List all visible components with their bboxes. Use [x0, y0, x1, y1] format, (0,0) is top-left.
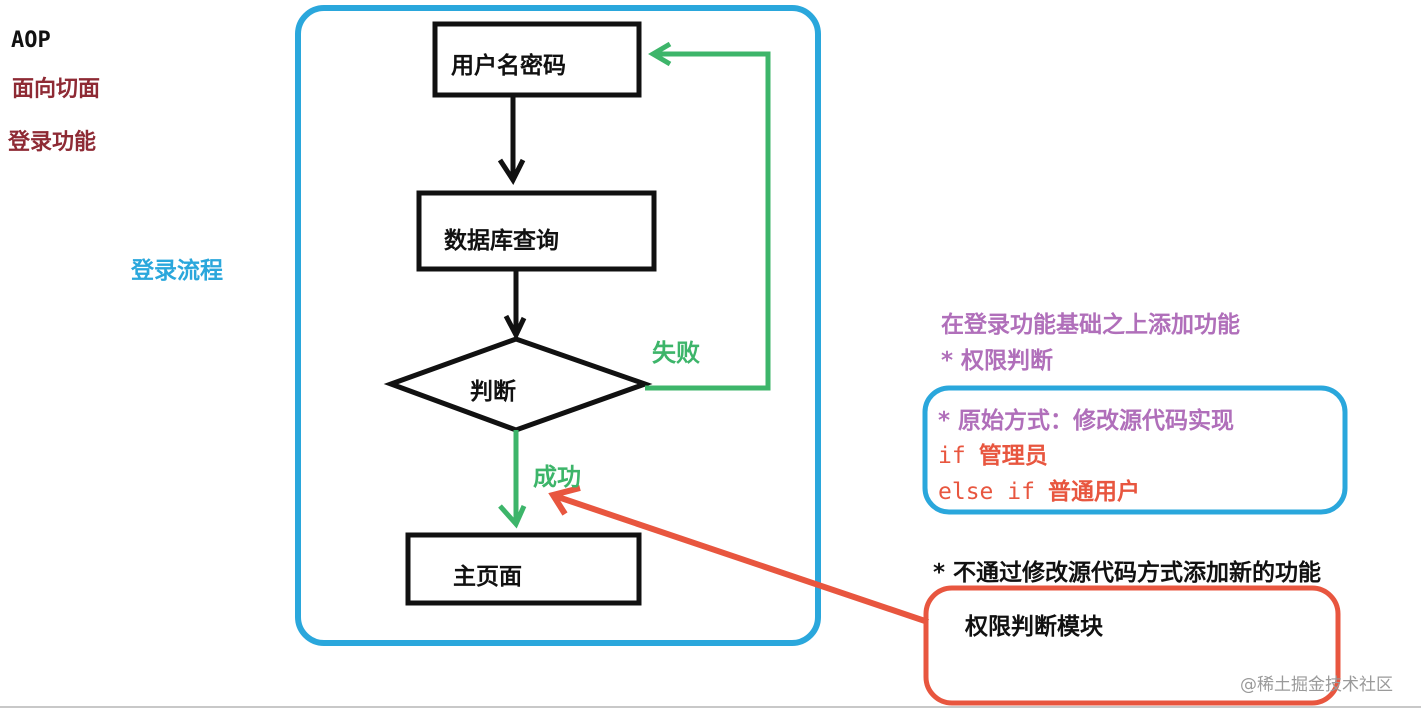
node-db-query: 数据库查询 — [444, 228, 559, 254]
permission-module-label: 权限判断模块 — [965, 614, 1103, 640]
box-username-password — [432, 21, 642, 98]
flow-container — [295, 5, 821, 646]
login-feature-label: 登录功能 — [8, 130, 97, 155]
node-judge: 判断 — [470, 379, 516, 405]
box-db-query — [416, 190, 657, 272]
arrow-module-to-success — [554, 493, 929, 625]
aop-title: AOP — [11, 28, 51, 53]
permission-module-box — [923, 585, 1341, 706]
diamond-judge — [383, 336, 653, 433]
arrowhead-module-to-success — [548, 485, 581, 516]
add-feature-note: 在登录功能基础之上添加功能 — [941, 312, 1240, 338]
original-way-box — [922, 385, 1348, 515]
watermark: @稀土掘金技术社区 — [1240, 675, 1393, 695]
else-if-line: else if 普通用户 — [938, 472, 1140, 506]
arrow-fail-loop — [645, 51, 771, 391]
arrowhead-user-to-db — [497, 158, 526, 186]
if-keyword: if — [938, 443, 966, 469]
permission-note: * 权限判断 — [941, 348, 1054, 374]
if-admin-text: 管理员 — [978, 443, 1048, 469]
arrowhead-db-to-judge — [503, 314, 527, 341]
original-way-note: * 原始方式：修改源代码实现 — [938, 408, 1235, 434]
if-admin-line: if 管理员 — [938, 436, 1048, 470]
edge-success-label: 成功 — [533, 463, 581, 491]
else-if-keyword: else if — [938, 479, 1035, 505]
flow-label: 登录流程 — [131, 258, 223, 284]
edge-fail-label: 失败 — [652, 339, 700, 367]
arrowhead-success — [498, 504, 527, 529]
no-modify-note: * 不通过修改源代码方式添加新的功能 — [933, 560, 1322, 586]
box-home — [405, 532, 642, 606]
aspect-label: 面向切面 — [12, 77, 101, 102]
node-username-password: 用户名密码 — [451, 53, 566, 79]
node-home: 主页面 — [453, 564, 522, 590]
else-if-text: 普通用户 — [1048, 479, 1141, 505]
arrowhead-fail-loop — [648, 41, 672, 67]
